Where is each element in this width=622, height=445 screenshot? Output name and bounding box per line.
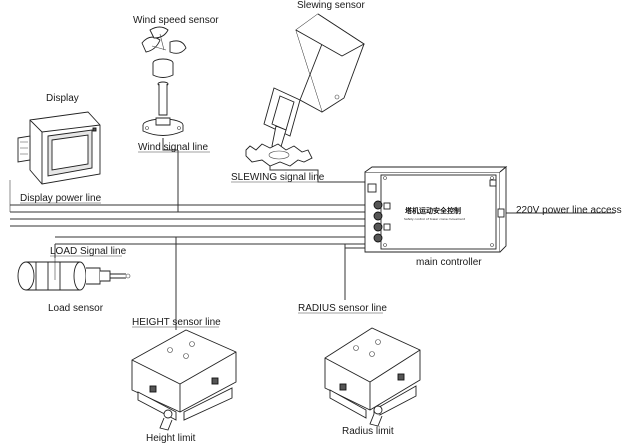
controller-title-cn: 塔机运动安全控制 <box>405 206 461 215</box>
load-sensor-icon <box>17 261 131 291</box>
wiring-bundle <box>9 180 375 280</box>
radius-limit-label: Radius limit <box>342 426 394 437</box>
radius-limit-icon <box>324 327 421 427</box>
wind-signal-line-label: Wind signal line <box>138 142 208 153</box>
display-icon <box>17 111 101 185</box>
wind-speed-sensor-label: Wind speed sensor <box>133 15 219 26</box>
controller-subtitle: Safety control of tower crane movement <box>404 217 466 221</box>
slewing-sensor-label: Slewing sensor <box>297 0 365 11</box>
height-limit-icon <box>131 329 237 431</box>
slewing-sensor-icon <box>245 13 365 167</box>
load-sensor-label: Load sensor <box>48 303 104 314</box>
height-sensor-line-label: HEIGHT sensor line <box>132 317 221 328</box>
display-power-line-label: Display power line <box>20 193 102 204</box>
radius-sensor-line-label: RADIUS sensor line <box>298 303 387 314</box>
height-limit-label: Height limit <box>146 433 196 444</box>
wind-signal-line <box>162 138 179 212</box>
main-controller-box <box>364 166 508 253</box>
slewing-signal-line-label: SLEWING signal line <box>231 172 325 183</box>
load-signal-line-label: LOAD Signal line <box>50 246 127 257</box>
power-access-label: 220V power line access <box>516 205 622 216</box>
anemometer-icon <box>141 26 187 136</box>
display-label: Display <box>46 93 79 104</box>
main-controller-label: main controller <box>416 257 482 268</box>
